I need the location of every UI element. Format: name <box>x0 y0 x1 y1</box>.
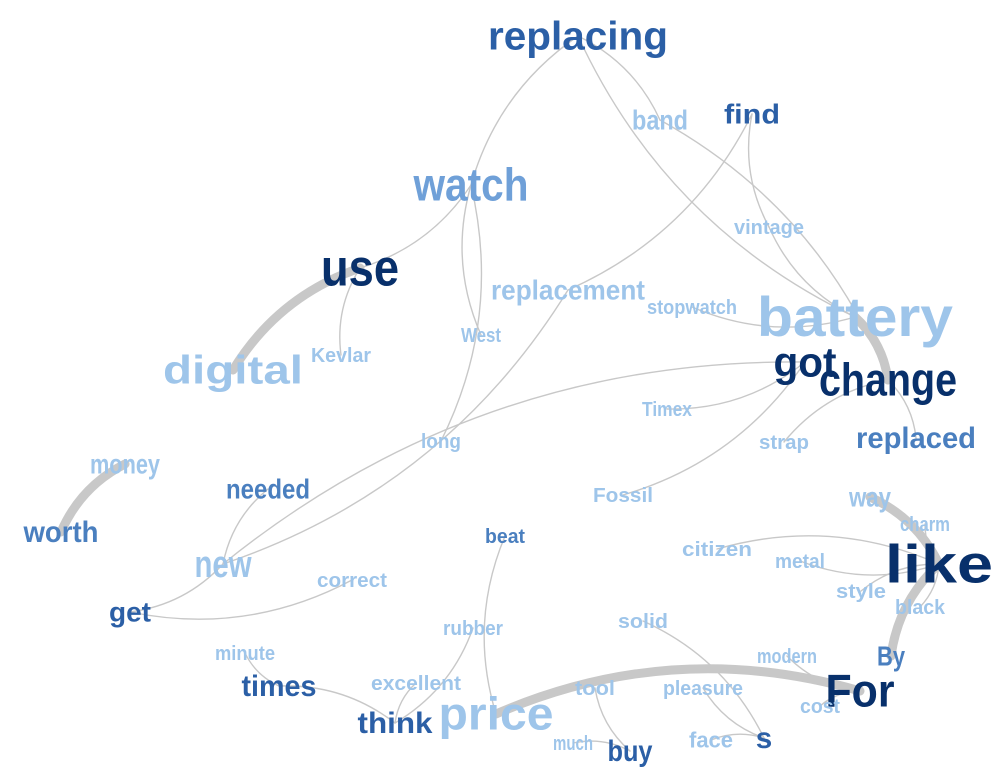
word-long: long <box>421 431 461 453</box>
word-much: much <box>553 733 593 755</box>
word-use: use <box>321 240 399 298</box>
link-cost-for <box>819 690 861 707</box>
word-pleasure: pleasure <box>663 678 743 700</box>
link-like-by <box>886 559 944 661</box>
link-minute-times <box>244 652 280 687</box>
link-like-metal <box>799 560 940 576</box>
word-rubber: rubber <box>443 618 503 640</box>
link-vintage-battery <box>768 226 856 318</box>
link-like-citizen <box>716 535 940 565</box>
link-solid-s <box>642 620 765 739</box>
link-layer <box>56 35 944 752</box>
link-got-timex <box>666 361 806 410</box>
link-change-replaced <box>887 379 917 439</box>
link-use-digital <box>228 263 365 375</box>
link-find-vintage <box>747 113 770 228</box>
word-by: By <box>877 641 905 672</box>
link-new-get <box>129 563 224 613</box>
word-battery: battery <box>757 285 953 348</box>
word-excellent: excellent <box>371 673 461 695</box>
word-timex: Timex <box>642 399 692 421</box>
word-strap: strap <box>759 432 809 454</box>
word-replaced: replaced <box>856 422 976 455</box>
link-like-style <box>860 563 940 592</box>
link-like-black <box>919 563 940 608</box>
link-band-change <box>659 119 889 381</box>
word-got: got <box>774 338 837 385</box>
link-find-replacement <box>567 113 753 291</box>
word-change: change <box>819 354 957 406</box>
word-stopwatch: stopwatch <box>647 297 737 319</box>
word-correct: correct <box>317 570 387 592</box>
word-style: style <box>836 581 886 603</box>
word-fossil: Fossil <box>593 485 653 507</box>
word-think: think <box>358 707 433 740</box>
word-minute: minute <box>215 643 275 665</box>
link-tool-buy <box>594 687 631 752</box>
word-times: times <box>242 670 317 703</box>
word-money: money <box>90 449 160 480</box>
link-replacement-new <box>222 289 569 565</box>
word-charm: charm <box>900 514 950 536</box>
word-solid: solid <box>618 611 668 633</box>
link-replacing-watch <box>470 35 579 186</box>
word-for: For <box>826 665 895 717</box>
word-citizen: citizen <box>682 539 752 561</box>
link-watch-west <box>461 184 482 336</box>
word-find: find <box>724 99 780 130</box>
word-west: West <box>461 325 501 347</box>
word-metal: metal <box>775 551 825 573</box>
word-black: black <box>895 597 946 619</box>
link-replacing-battery <box>577 35 856 318</box>
word-kevlar: Kevlar <box>311 345 371 367</box>
link-way-like <box>865 492 944 569</box>
word-get: get <box>109 597 151 628</box>
word-way: way <box>848 482 891 513</box>
word-like: like <box>885 534 993 594</box>
word-vintage: vintage <box>734 217 804 239</box>
word-beat: beat <box>485 526 525 548</box>
word-layer: replacing band find watch vintage use replacem… <box>23 15 993 769</box>
link-got-new <box>222 361 806 565</box>
link-stopwatch-battery <box>691 306 856 328</box>
link-pleasure-s <box>702 687 765 739</box>
link-money-worth <box>56 459 130 537</box>
word-band: band <box>632 105 688 136</box>
word-replacing: replacing <box>488 15 668 59</box>
link-needed-new <box>222 488 269 565</box>
link-like-charm <box>924 523 940 565</box>
word-tool: tool <box>575 678 615 700</box>
link-much-buy <box>572 740 631 752</box>
link-price-for <box>491 664 865 719</box>
link-battery-change <box>850 312 893 385</box>
link-excellent-think <box>394 682 417 724</box>
word-modern: modern <box>757 646 817 668</box>
link-rubber-think <box>394 627 474 724</box>
word-price: price <box>439 688 554 740</box>
link-got-fossil <box>622 361 806 496</box>
word-worth: worth <box>23 516 99 549</box>
word-watch: watch <box>413 159 529 211</box>
word-digital: digital <box>163 349 303 393</box>
link-face-s <box>710 733 765 741</box>
link-beat-price <box>483 535 506 715</box>
word-buy: buy <box>608 735 653 768</box>
link-replacing-band <box>577 35 661 121</box>
word-face: face <box>689 727 733 752</box>
word-cost: cost <box>800 696 840 718</box>
link-watch-use <box>359 184 472 269</box>
link-times-think <box>278 685 396 724</box>
link-modern-for <box>786 655 861 692</box>
word-needed: needed <box>226 474 310 505</box>
link-watch-long <box>440 184 483 442</box>
word-new: new <box>195 544 252 586</box>
link-get-correct <box>129 579 353 620</box>
word-replacement: replacement <box>491 275 645 306</box>
word-s: s <box>756 722 773 755</box>
link-change-strap <box>783 379 889 443</box>
link-use-kevlar <box>339 267 361 356</box>
